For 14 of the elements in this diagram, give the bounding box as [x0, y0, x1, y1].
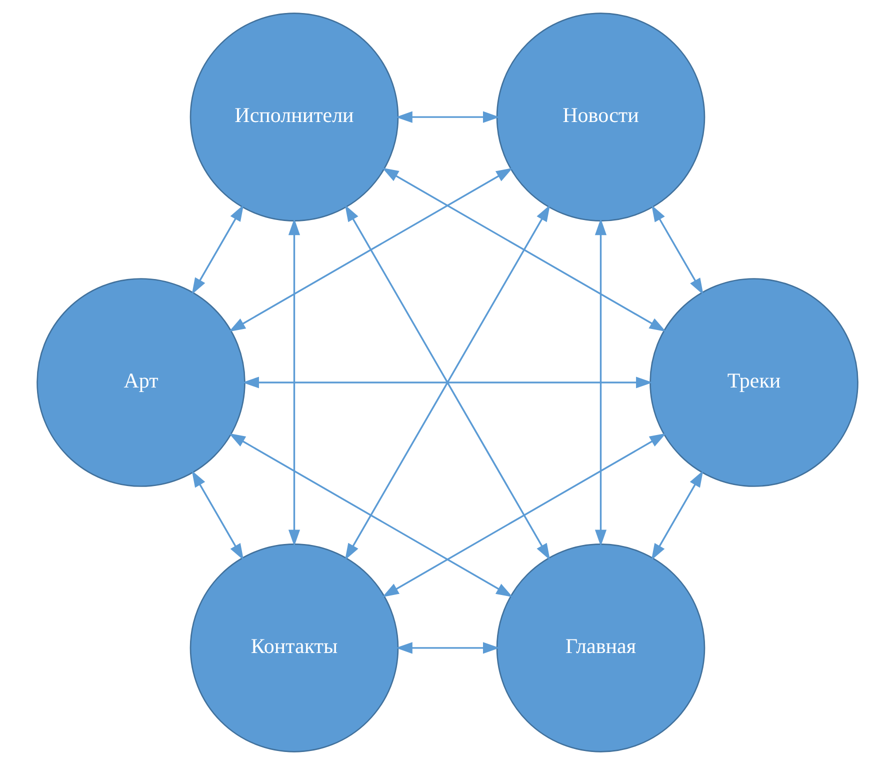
arrow [382, 433, 666, 598]
arrow [228, 168, 513, 332]
arrow [242, 376, 653, 388]
arrow [344, 204, 550, 560]
arrow [192, 204, 244, 294]
arrow [651, 470, 704, 560]
arrow [396, 642, 500, 654]
arrow [594, 218, 607, 546]
arrow [396, 111, 500, 123]
arrow [652, 205, 704, 295]
arrow [288, 218, 300, 546]
arrow [192, 470, 244, 560]
arrow [228, 433, 513, 598]
arrow [382, 168, 666, 332]
